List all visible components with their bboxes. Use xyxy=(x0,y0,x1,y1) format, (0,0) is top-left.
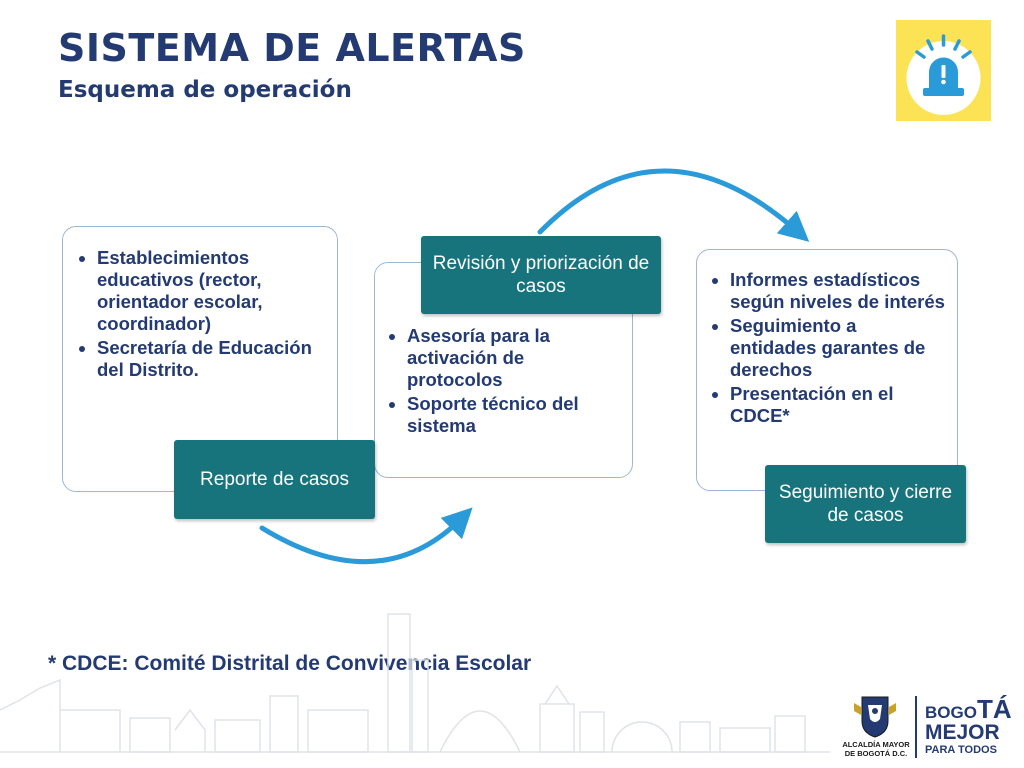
list-item: Seguimiento a entidades garantes de dere… xyxy=(730,315,947,381)
alcaldia-logo xyxy=(846,693,904,761)
bogota-prefix: BOGO xyxy=(925,703,977,722)
page-subtitle: Esquema de operación xyxy=(58,77,352,103)
bogota-suffix: TÁ xyxy=(976,694,1012,724)
bogota-para-todos: PARA TODOS xyxy=(925,744,997,756)
list-item: Presentación en el CDCE* xyxy=(730,383,947,427)
arrow-to-seguimiento xyxy=(537,168,810,242)
alcaldia-line1: ALCALDÍA MAYOR xyxy=(842,740,910,749)
stage-label-reporte: Reporte de casos xyxy=(174,440,375,519)
bogota-coat-of-arms-icon xyxy=(854,696,896,738)
list-item: Establecimientos educativos (rector, ori… xyxy=(97,247,323,335)
logo-divider xyxy=(915,696,917,758)
city-skyline-graphic xyxy=(0,613,830,753)
bogota-mejor: MEJOR xyxy=(925,721,1000,744)
list-item: Asesoría para la activación de protocolo… xyxy=(407,325,622,391)
arrow-to-revision xyxy=(259,507,473,565)
seguimiento-list: Informes estadísticos según niveles de i… xyxy=(697,250,957,427)
alcaldia-line2: DE BOGOTÁ D.C. xyxy=(844,749,908,758)
stage-label-revision: Revisión y priorización de casos xyxy=(421,236,661,314)
page-title: SISTEMA DE ALERTAS xyxy=(58,26,526,70)
bogota-mejor-logo: BOGOTÁ MEJOR PARA TODOS xyxy=(925,696,1012,757)
list-item: Soporte técnico del sistema xyxy=(407,393,622,437)
alert-badge xyxy=(896,20,991,121)
reporte-list: Establecimientos educativos (rector, ori… xyxy=(63,227,337,381)
list-item: Informes estadísticos según niveles de i… xyxy=(730,269,947,313)
revision-list: Asesoría para la activación de protocolo… xyxy=(375,263,632,437)
alcaldia-logo-text: ALCALDÍA MAYOR DE BOGOTÁ D.C. xyxy=(830,740,922,758)
list-item: Secretaría de Educación del Distrito. xyxy=(97,337,323,381)
stage-box-seguimiento: Informes estadísticos según niveles de i… xyxy=(696,249,958,491)
stage-label-seguimiento: Seguimiento y cierre de casos xyxy=(765,465,966,543)
siren-alert-icon xyxy=(906,34,981,115)
